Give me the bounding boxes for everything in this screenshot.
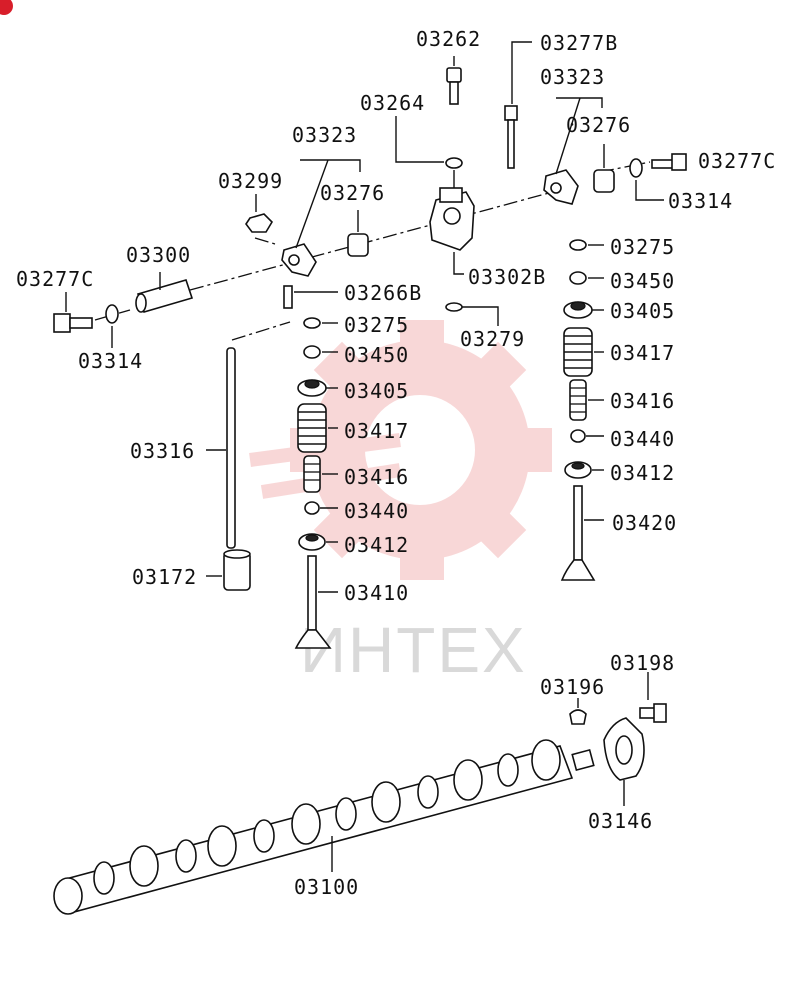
watermark-text: ИНТЕХ (300, 614, 527, 686)
label-03277C-left: 03277C (16, 267, 94, 291)
part-03417-spring-outer-right (563, 327, 593, 377)
label-03405-left: 03405 (344, 379, 409, 403)
label-03417-left: 03417 (344, 419, 409, 443)
label-03276-left: 03276 (320, 181, 385, 205)
label-03277C-right: 03277C (698, 149, 776, 173)
part-03323-rocker-arm-left (281, 243, 317, 277)
part-03196-key (569, 709, 587, 725)
part-03440-seal-right (570, 429, 586, 443)
part-03314-washer-right (629, 158, 643, 178)
right-valve-stack (560, 239, 596, 581)
part-03450-lock-right (569, 271, 587, 285)
part-03412-seat-lower-right (564, 461, 592, 479)
leader-lines (65, 41, 664, 872)
label-03262: 03262 (416, 27, 481, 51)
label-03266B: 03266B (344, 281, 422, 305)
part-03405-seat-right (563, 301, 593, 319)
part-03420-valve-exhaust (560, 485, 596, 581)
part-03323-rocker-arm-right (543, 169, 579, 205)
label-03172: 03172 (132, 565, 197, 589)
label-03300: 03300 (126, 243, 191, 267)
corner-mark-icon (0, 0, 13, 15)
part-03299-nut (245, 213, 274, 233)
label-03196: 03196 (540, 675, 605, 699)
part-03276-spacer-right (593, 169, 615, 193)
part-03417-spring-outer-left (297, 403, 327, 453)
part-03440-seal-left (304, 501, 320, 515)
part-03416-spring-inner-right (569, 379, 587, 421)
label-03417-right: 03417 (610, 341, 675, 365)
part-labels: 03262 03277B 03323 03264 03276 03323 032… (16, 27, 776, 899)
rocker-shaft-axis (189, 189, 561, 291)
label-03264: 03264 (360, 91, 425, 115)
part-03277B-bolt (504, 105, 518, 169)
part-03410-valve-intake (294, 555, 332, 649)
part-03275-retainer-left (303, 317, 321, 329)
label-03412-right: 03412 (610, 461, 675, 485)
label-03416-right: 03416 (610, 389, 675, 413)
part-03416-spring-inner-left (303, 455, 321, 493)
label-03146: 03146 (588, 809, 653, 833)
label-03450-right: 03450 (610, 269, 675, 293)
part-03276-spacer-left (347, 233, 369, 257)
label-03412-left: 03412 (344, 533, 409, 557)
part-03302B-bracket (429, 187, 475, 251)
part-03412-seat-lower-left (298, 533, 326, 551)
label-03450-left: 03450 (344, 343, 409, 367)
part-03100-camshaft (53, 739, 595, 915)
label-03440-right: 03440 (610, 427, 675, 451)
label-03100: 03100 (294, 875, 359, 899)
part-03277C-bolt-right (651, 153, 687, 171)
label-03275-left: 03275 (344, 313, 409, 337)
label-03416-left: 03416 (344, 465, 409, 489)
label-03314-left: 03314 (78, 349, 143, 373)
label-03405-right: 03405 (610, 299, 675, 323)
part-03277C-bolt-left (53, 313, 93, 333)
label-03420: 03420 (612, 511, 677, 535)
label-03323-right: 03323 (540, 65, 605, 89)
label-03276-right: 03276 (566, 113, 631, 137)
part-03266B-adjuster (283, 285, 293, 309)
part-03275-retainer-right (569, 239, 587, 251)
left-valve-stack (294, 317, 332, 649)
part-03262-screw (446, 67, 462, 105)
label-03277B: 03277B (540, 31, 618, 55)
part-03405-seat-left (297, 379, 327, 397)
part-03198-bolt (639, 703, 667, 723)
nut-axis (254, 237, 276, 245)
label-03302B: 03302B (468, 265, 546, 289)
part-03314-washer-left (105, 304, 119, 324)
part-03300-shaft (135, 279, 194, 313)
label-03440-left: 03440 (344, 499, 409, 523)
label-03314-right: 03314 (668, 189, 733, 213)
label-03316: 03316 (130, 439, 195, 463)
label-03275-right: 03275 (610, 235, 675, 259)
part-03172-lifter (223, 549, 251, 591)
part-03450-lock-left (303, 345, 321, 359)
label-03410: 03410 (344, 581, 409, 605)
part-03279-oring (445, 302, 463, 312)
label-03198: 03198 (610, 651, 675, 675)
part-03146-thrust-plate (603, 717, 645, 781)
pushrod-axis (231, 321, 291, 341)
part-03316-pushrod (226, 347, 236, 549)
label-03323-left: 03323 (292, 123, 357, 147)
label-03299: 03299 (218, 169, 283, 193)
label-03279: 03279 (460, 327, 525, 351)
part-03264-washer (445, 157, 463, 169)
